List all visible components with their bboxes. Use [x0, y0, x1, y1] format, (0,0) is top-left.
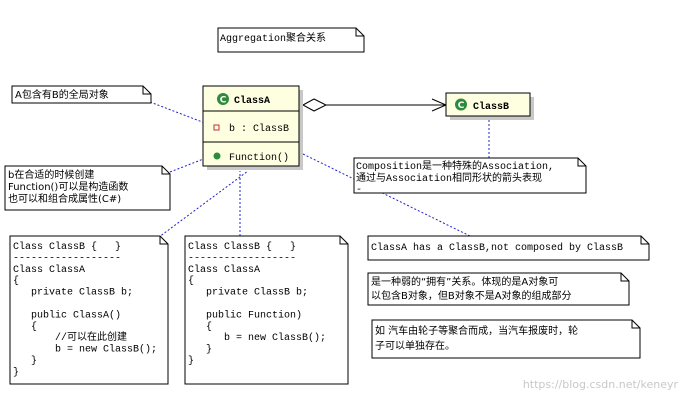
- connector-create-time: [169, 157, 207, 173]
- connector-has-a: [302, 153, 471, 237]
- svg-text:C: C: [220, 96, 227, 106]
- class-a-icon: C: [217, 93, 229, 106]
- code-line: ------------------: [188, 253, 296, 264]
- code-line: public Function): [188, 309, 302, 321]
- note-create-time-line-2: Function()可以是构造函数: [8, 180, 128, 193]
- code-line: public ClassA(): [13, 309, 121, 321]
- note-has-a: ClassA has a ClassB,not composed by Clas…: [367, 235, 650, 261]
- watermark: https://blog.csdn.net/keneyr: [523, 378, 679, 391]
- note-weak-has: 是一种弱的“拥有”关系。体现的是A对象可 以包含B对象，但B对象不是A对象的组成…: [367, 272, 630, 306]
- code-line: {: [13, 321, 37, 333]
- class-a-attribute: b : ClassB: [229, 123, 289, 135]
- code-line: //可以在此创建: [13, 330, 127, 344]
- public-operation-icon: [213, 152, 221, 160]
- code-line: private ClassB b;: [188, 287, 308, 299]
- code-right-lines: Class ClassB { }------------------Class …: [188, 241, 326, 367]
- note-global-object: A包含有B的全局对象: [11, 85, 152, 104]
- code-line: ------------------: [13, 253, 121, 264]
- title-text: Aggregation聚合关系: [220, 31, 326, 45]
- note-car-example: 如 汽车由轮子等聚合而成，当汽车报废时，轮 子可以单独存在。: [371, 319, 641, 359]
- class-b[interactable]: C ClassB: [445, 92, 534, 120]
- note-create-time: b在合适的时候创建 Function()可以是构造函数 也可以和组合成属性(C#…: [4, 165, 171, 211]
- note-has-a-text: ClassA has a ClassB,not composed by Clas…: [371, 242, 623, 254]
- note-composition-line-1: Composition是一种特殊的Association,: [356, 159, 554, 173]
- code-line: Class ClassA: [13, 264, 85, 276]
- private-attribute-icon: [213, 124, 220, 131]
- note-composition-line-3: -: [356, 185, 362, 196]
- note-weak-has-line-1: 是一种弱的“拥有”关系。体现的是A对象可: [371, 275, 558, 288]
- class-a-name: ClassA: [234, 95, 270, 107]
- note-code-left: Class ClassB { }------------------Class …: [9, 235, 169, 385]
- aggregation-diamond: [301, 98, 328, 112]
- note-car-example-line-1: 如 汽车由轮子等聚合而成，当汽车报废时，轮: [375, 324, 578, 337]
- note-composition-line-2: 通过与Association相同形状的箭头表现: [356, 171, 542, 185]
- svg-text:C: C: [458, 101, 465, 111]
- code-line: {: [13, 275, 19, 287]
- code-line: }: [188, 344, 212, 356]
- class-b-name: ClassB: [473, 101, 509, 113]
- code-line: }: [13, 355, 37, 367]
- code-line: {: [188, 321, 212, 333]
- code-line: }: [188, 355, 194, 367]
- aggregation-association: [301, 98, 448, 112]
- code-line: b = new ClassB();: [188, 332, 326, 344]
- class-a[interactable]: C ClassA b : ClassB Function(): [202, 85, 303, 170]
- note-composition: Composition是一种特殊的Association, 通过与Associa…: [353, 157, 587, 196]
- note-code-right: Class ClassB { }------------------Class …: [184, 235, 349, 385]
- code-left-lines: Class ClassB { }------------------Class …: [13, 241, 157, 378]
- class-a-operation: Function(): [229, 152, 289, 164]
- code-line: private ClassB b;: [13, 287, 133, 299]
- title-note: Aggregation聚合关系: [217, 27, 365, 53]
- note-car-example-line-2: 子可以单独存在。: [375, 339, 455, 352]
- code-line: b = new ClassB();: [13, 344, 157, 356]
- code-line: {: [188, 275, 194, 287]
- code-line: }: [13, 366, 19, 378]
- note-create-time-line-3: 也可以和组合成属性(C#): [8, 192, 121, 205]
- code-line: Class ClassB { }: [13, 241, 121, 253]
- class-b-icon: C: [455, 98, 467, 111]
- note-weak-has-line-2: 以包含B对象，但B对象不是A对象的组成部分: [371, 289, 572, 302]
- note-create-time-line-1: b在合适的时候创建: [8, 168, 94, 181]
- code-line: Class ClassB { }: [188, 241, 296, 253]
- note-global-object-text: A包含有B的全局对象: [15, 88, 109, 101]
- code-line: Class ClassA: [188, 264, 260, 276]
- connector-code-left: [154, 170, 249, 241]
